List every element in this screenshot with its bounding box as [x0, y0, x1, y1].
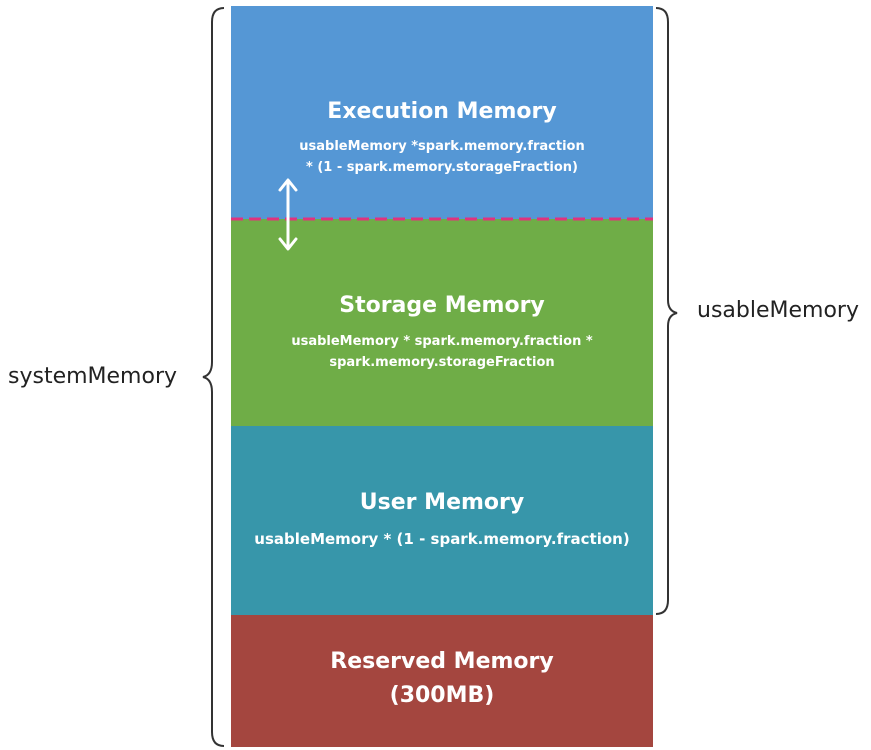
double-arrow-icon [278, 178, 298, 251]
execution-memory-formula-line2: * (1 - spark.memory.storageFraction) [306, 160, 578, 175]
reserved-memory-size: (300MB) [389, 683, 495, 708]
usable-memory-brace-icon [655, 7, 678, 615]
user-memory-title: User Memory [359, 490, 525, 515]
storage-memory-title: Storage Memory [339, 293, 545, 318]
user-memory-formula: usableMemory * (1 - spark.memory.fractio… [254, 530, 630, 548]
execution-memory-block: Execution Memory usableMemory *spark.mem… [231, 6, 653, 219]
storage-memory-formula-line1: usableMemory * spark.memory.fraction * [291, 334, 593, 349]
user-memory-block: User Memory usableMemory * (1 - spark.me… [231, 426, 653, 615]
storage-memory-formula-line2: spark.memory.storageFraction [329, 355, 555, 370]
reserved-memory-block: Reserved Memory (300MB) [231, 615, 653, 747]
usable-memory-label: usableMemory [697, 298, 859, 323]
system-memory-label: systemMemory [8, 364, 178, 389]
storage-memory-block: Storage Memory usableMemory * spark.memo… [231, 219, 653, 426]
reserved-memory-title: Reserved Memory [330, 649, 554, 674]
system-memory-brace-icon [202, 7, 225, 747]
execution-memory-formula-line1: usableMemory *spark.memory.fraction [299, 139, 585, 154]
execution-memory-title: Execution Memory [327, 99, 557, 124]
